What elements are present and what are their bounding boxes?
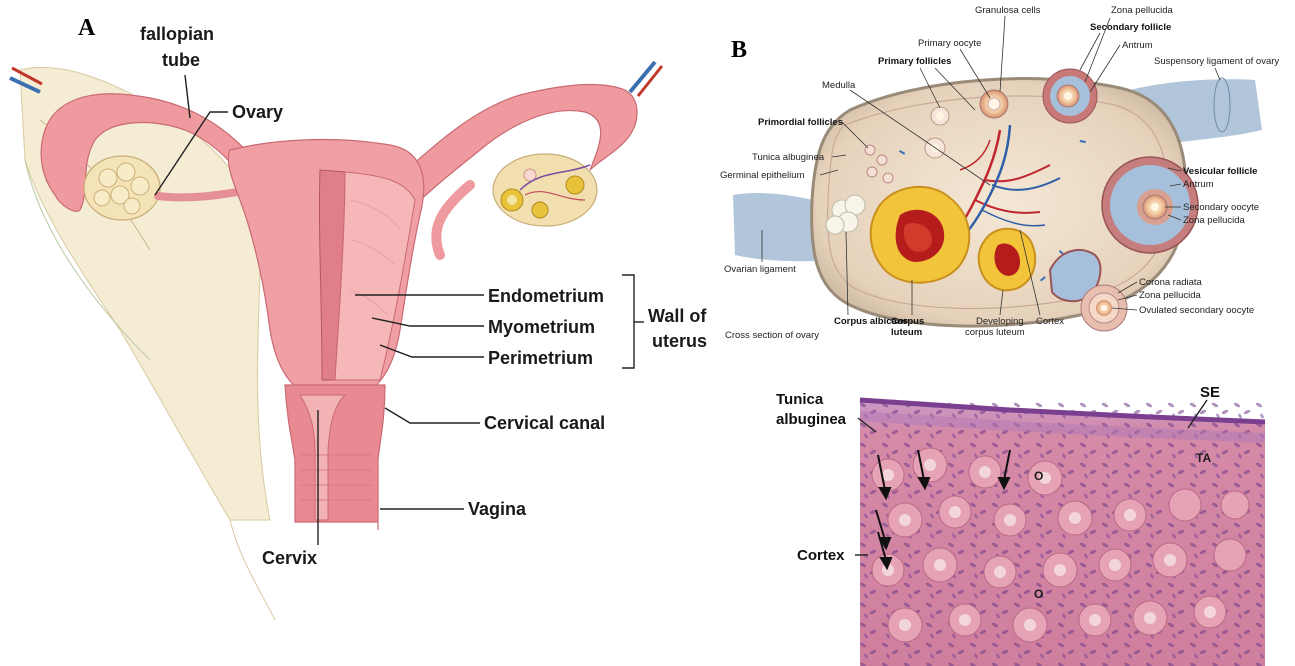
label-corona-radiata: Corona radiata (1139, 277, 1203, 288)
label-zona-pellucida-right: Zona pellucida (1183, 215, 1246, 226)
label-vesicular-follicle: Vesicular follicle (1183, 166, 1257, 177)
label-myometrium: Myometrium (488, 317, 595, 337)
histology-micrograph: SE TA O O (860, 384, 1265, 666)
label-ovulated-secondary-oocyte: Ovulated secondary oocyte (1139, 305, 1254, 316)
label-ovarian-ligament: Ovarian ligament (724, 264, 796, 275)
label-primary-oocyte: Primary oocyte (918, 38, 981, 49)
label-tube: tube (162, 50, 200, 70)
label-granulosa-cells: Granulosa cells (975, 5, 1041, 16)
label-suspensory-ligament: Suspensory ligament of ovary (1154, 56, 1279, 67)
label-cortex-histology: Cortex (797, 547, 845, 564)
label-ta: TA (1196, 451, 1211, 465)
label-primordial-follicles: Primordial follicles (758, 117, 843, 128)
label-cortex-ovary: Cortex (1036, 316, 1064, 327)
label-developing: Developing (976, 316, 1024, 327)
label-se: SE (1200, 384, 1220, 401)
label-medulla: Medulla (822, 80, 856, 91)
label-corpus-1: Corpus (891, 316, 924, 327)
label-albuginea: albuginea (776, 411, 847, 428)
label-o-1: O (1034, 469, 1043, 483)
label-tunica-albuginea: Tunica albuginea (752, 152, 825, 163)
label-vagina: Vagina (468, 499, 527, 519)
label-antrum-right: Antrum (1183, 179, 1214, 190)
uterus-illustration (10, 62, 662, 620)
label-secondary-oocyte: Secondary oocyte (1183, 202, 1259, 213)
label-ovary: Ovary (232, 102, 283, 122)
label-tunica: Tunica (776, 391, 824, 408)
label-cervix: Cervix (262, 548, 317, 568)
label-antrum-top: Antrum (1122, 40, 1153, 51)
panel-label-a: A (78, 15, 96, 41)
label-germinal-epithelium: Germinal epithelium (720, 170, 805, 181)
label-luteum: luteum (891, 327, 922, 338)
label-primary-follicles: Primary follicles (878, 56, 951, 67)
panel-label-b: B (731, 37, 747, 63)
label-endometrium: Endometrium (488, 286, 604, 306)
label-zona-pellucida-bottom: Zona pellucida (1139, 290, 1202, 301)
label-wall-of: Wall of (648, 306, 707, 326)
label-uterus: uterus (652, 331, 707, 351)
label-zona-pellucida-top: Zona pellucida (1111, 5, 1174, 16)
label-fallopian: fallopian (140, 24, 214, 44)
label-corpus-luteum-dev: corpus luteum (965, 327, 1025, 338)
label-cross-section: Cross section of ovary (725, 330, 819, 341)
label-secondary-follicle: Secondary follicle (1090, 22, 1171, 33)
label-cervical-canal: Cervical canal (484, 413, 605, 433)
label-perimetrium: Perimetrium (488, 348, 593, 368)
label-o-2: O (1034, 587, 1043, 601)
